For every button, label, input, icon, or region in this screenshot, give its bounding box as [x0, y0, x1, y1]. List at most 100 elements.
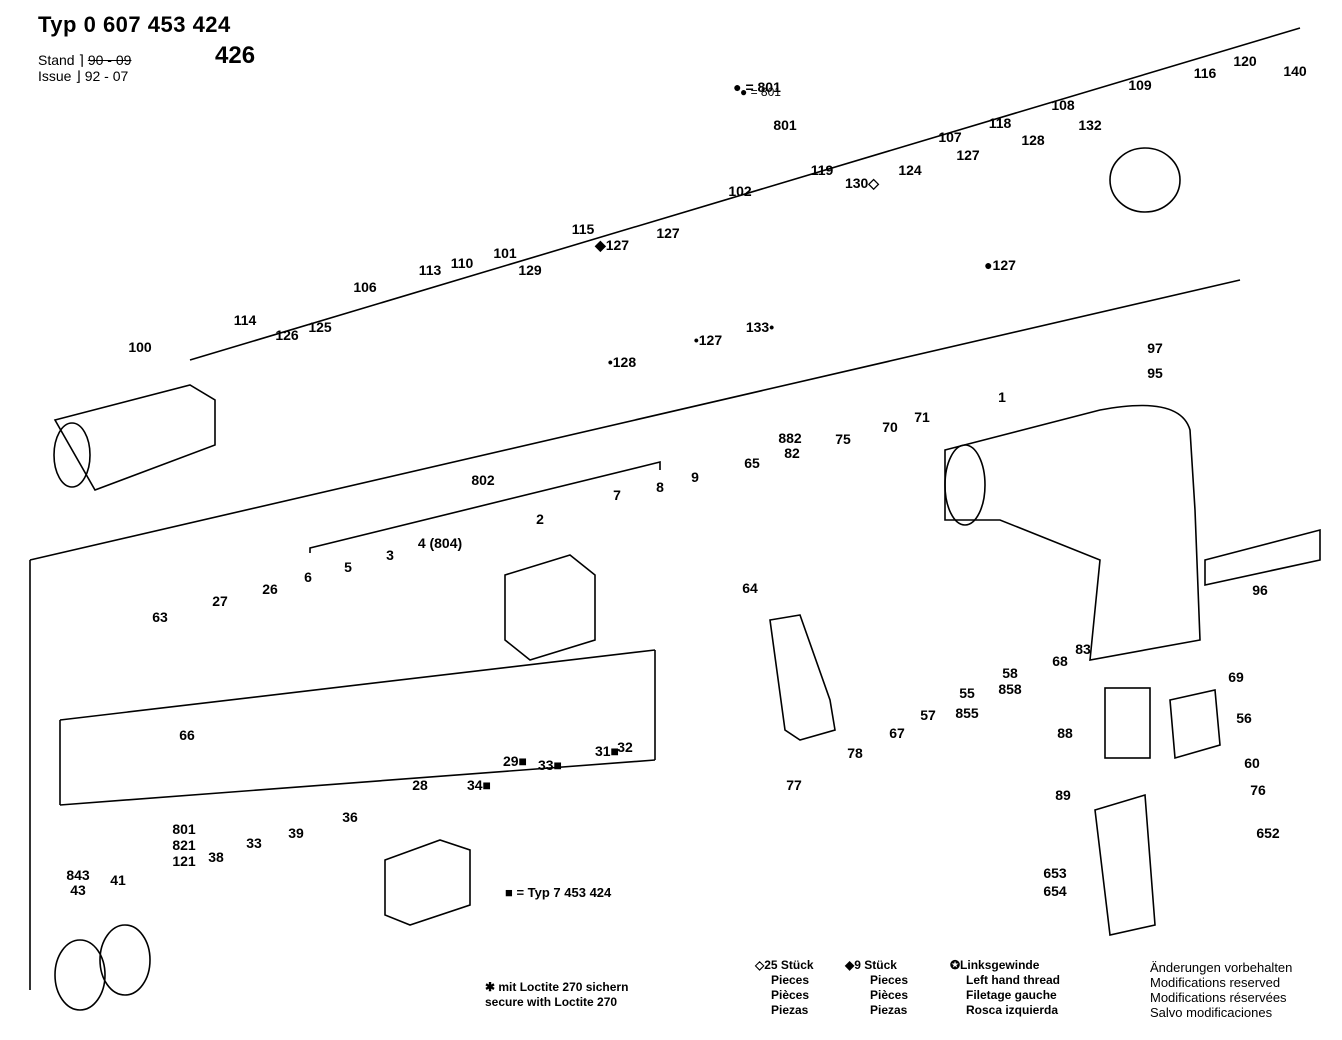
part-number-label: 9	[691, 469, 699, 485]
part-number-label: 36	[342, 809, 358, 825]
legend-9-line: Piezas	[870, 1003, 908, 1017]
part-number-label: 1	[998, 389, 1006, 405]
typ-note: ■ = Typ 7 453 424	[505, 885, 612, 900]
part-number-label: 125	[308, 319, 332, 335]
part-number-label: 107	[938, 129, 962, 145]
part-number-label: 56	[1236, 710, 1252, 726]
part-number-label: 57	[920, 707, 936, 723]
part-number-label: 39	[288, 825, 304, 841]
part-28-sleeve	[384, 839, 471, 926]
part-number-label: 33■	[538, 757, 562, 773]
legend-25-line: Piezas	[771, 1003, 809, 1017]
part-number-label: 96	[1252, 582, 1268, 598]
part-number-label: 855	[955, 705, 979, 721]
part-number-label: 97	[1147, 340, 1163, 356]
part-number-label: 118	[989, 115, 1012, 131]
lower-frame-bottom	[59, 759, 656, 806]
part-number-label: 66	[179, 727, 195, 743]
legend-mod-line: Modifications réservées	[1150, 990, 1287, 1005]
part-number-label: •127	[694, 332, 722, 348]
part-number-label: 120	[1233, 53, 1257, 69]
legend-mod-line: Änderungen vorbehalten	[1150, 960, 1293, 975]
legend-9-line: Pieces	[870, 973, 909, 987]
part-number-label: 76	[1250, 782, 1266, 798]
part-number-label: 6	[304, 569, 312, 585]
part-number-label: 882	[778, 430, 802, 446]
part-number-label: 130◇	[845, 175, 880, 191]
part-number-label: 133•	[746, 319, 774, 335]
part-109-spring	[1109, 147, 1181, 213]
part-number-label: 821	[172, 837, 196, 853]
legend-9-stueck: ◆9 Stück Pieces Pièces Piezas	[845, 958, 908, 1018]
loctite-line-2: secure with Loctite 270	[485, 995, 618, 1009]
part-number-label: 653	[1043, 865, 1067, 881]
housing-1	[944, 404, 1201, 661]
part-number-label: 110	[451, 255, 474, 271]
legend-left-line: Rosca izquierda	[966, 1003, 1059, 1017]
legend-left-head: ✪Linksgewinde	[950, 958, 1040, 972]
part-number-label: 71	[914, 409, 930, 425]
part-number-label: 28	[412, 777, 428, 793]
legend-9-line: Pièces	[870, 988, 909, 1002]
part-number-label: 2	[536, 511, 544, 527]
legend-25-line: Pièces	[771, 988, 810, 1002]
part-number-label: 654	[1043, 883, 1067, 899]
part-96-plate	[1204, 528, 1321, 586]
part-number-label: 4 (804)	[418, 535, 462, 551]
legend-mod-line: Salvo modificaciones	[1150, 1005, 1273, 1020]
part-number-label: 119	[811, 162, 834, 178]
part-2-cylinder	[504, 554, 596, 661]
part-number-label: 801	[773, 117, 797, 133]
legend-9-head: ◆9 Stück	[845, 958, 897, 972]
part-number-label: 129	[518, 262, 542, 278]
part-number-label: 801	[172, 821, 196, 837]
part-number-label: 83	[1075, 641, 1091, 657]
legend-left-line: Filetage gauche	[966, 988, 1057, 1002]
part-number-label: ●127	[984, 257, 1016, 273]
part-number-label: 127	[656, 225, 680, 241]
part-number-label: 127	[956, 147, 980, 163]
part-number-label: •128	[608, 354, 636, 370]
part-number-label: 132	[1078, 117, 1102, 133]
issue-value: 92 - 07	[84, 68, 129, 84]
part-number-label: 3	[386, 547, 394, 563]
part-number-label: 652	[1256, 825, 1280, 841]
legend-left-line: Left hand thread	[966, 973, 1061, 987]
part-number-label: 77	[786, 777, 802, 793]
document-title: Typ 0 607 453 424	[38, 12, 231, 37]
part-number-label: 114	[234, 312, 257, 328]
part-number-label: 101	[493, 245, 517, 261]
part-number-label: 121	[172, 853, 196, 869]
part-number-label: 89	[1055, 787, 1071, 803]
part-number-label: 106	[353, 279, 377, 295]
legend-25-line: Pieces	[771, 973, 810, 987]
part-843-ring	[99, 924, 151, 996]
part-number-label: 27	[212, 593, 228, 609]
legend-25-stueck: ◇25 Stück Pieces Pièces Piezas	[755, 958, 814, 1018]
legend-left-thread: ✪Linksgewinde Left hand thread Filetage …	[950, 958, 1060, 1018]
part-number-label: 75	[835, 431, 851, 447]
part-number-label: ● = 801	[733, 79, 781, 95]
part-number-label: 88	[1057, 725, 1073, 741]
part-number-label: 68	[1052, 653, 1068, 669]
part-number-label: 60	[1244, 755, 1260, 771]
housing-front	[944, 444, 986, 526]
stand-label: Stand	[38, 52, 75, 68]
part-number-label: 843	[66, 867, 90, 883]
group-802-bracket	[309, 460, 661, 553]
part-number-label: 55	[959, 685, 975, 701]
part-number-label: 64	[742, 580, 758, 596]
part-number-label: 108	[1051, 97, 1075, 113]
part-number-label: 102	[728, 183, 752, 199]
lower-frame-top	[59, 649, 656, 721]
part-number-label: 38	[208, 849, 224, 865]
part-number-label: 41	[110, 872, 126, 888]
part-77-handle	[769, 614, 836, 741]
part-number-label: 43	[70, 882, 86, 898]
part-100-nozzle	[53, 384, 216, 491]
part-number-label: 128	[1021, 132, 1045, 148]
part-number-label: 7	[613, 487, 621, 503]
